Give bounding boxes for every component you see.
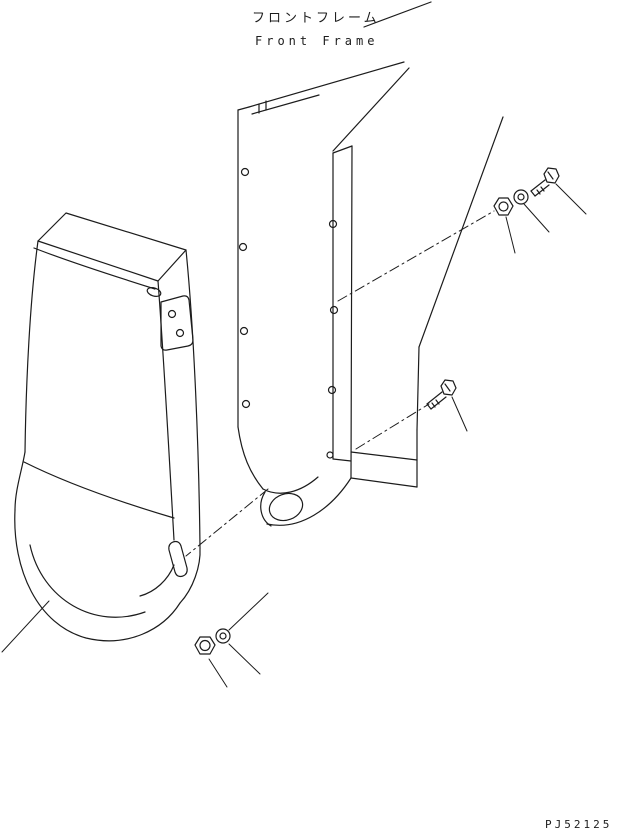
nut-lower [194, 636, 216, 655]
bolt-middle [426, 379, 457, 410]
leader-bolt-upper [555, 183, 587, 215]
washer-lower [215, 628, 231, 644]
assembly-axis-lines [185, 210, 495, 557]
leader-nut-lower [208, 658, 228, 688]
washer-upper [513, 189, 529, 205]
lower-bolt-axis [228, 592, 269, 631]
leader-nut-upper [505, 216, 516, 254]
leader-step-cover [1, 600, 50, 653]
leader-lines [1, 183, 587, 688]
title-leader-line [363, 1, 432, 28]
step-cover-box [14, 212, 201, 642]
leader-washer-upper [523, 203, 550, 233]
nut-upper [493, 197, 514, 216]
front-frame-panel [237, 61, 504, 527]
part-code: PJ52125 [545, 818, 613, 831]
title-english: Front Frame [255, 34, 379, 48]
leader-bolt-middle [451, 396, 468, 432]
title-japanese: フロントフレーム [252, 11, 380, 26]
leader-washer-lower [228, 643, 261, 675]
bolt-upper [530, 167, 560, 197]
